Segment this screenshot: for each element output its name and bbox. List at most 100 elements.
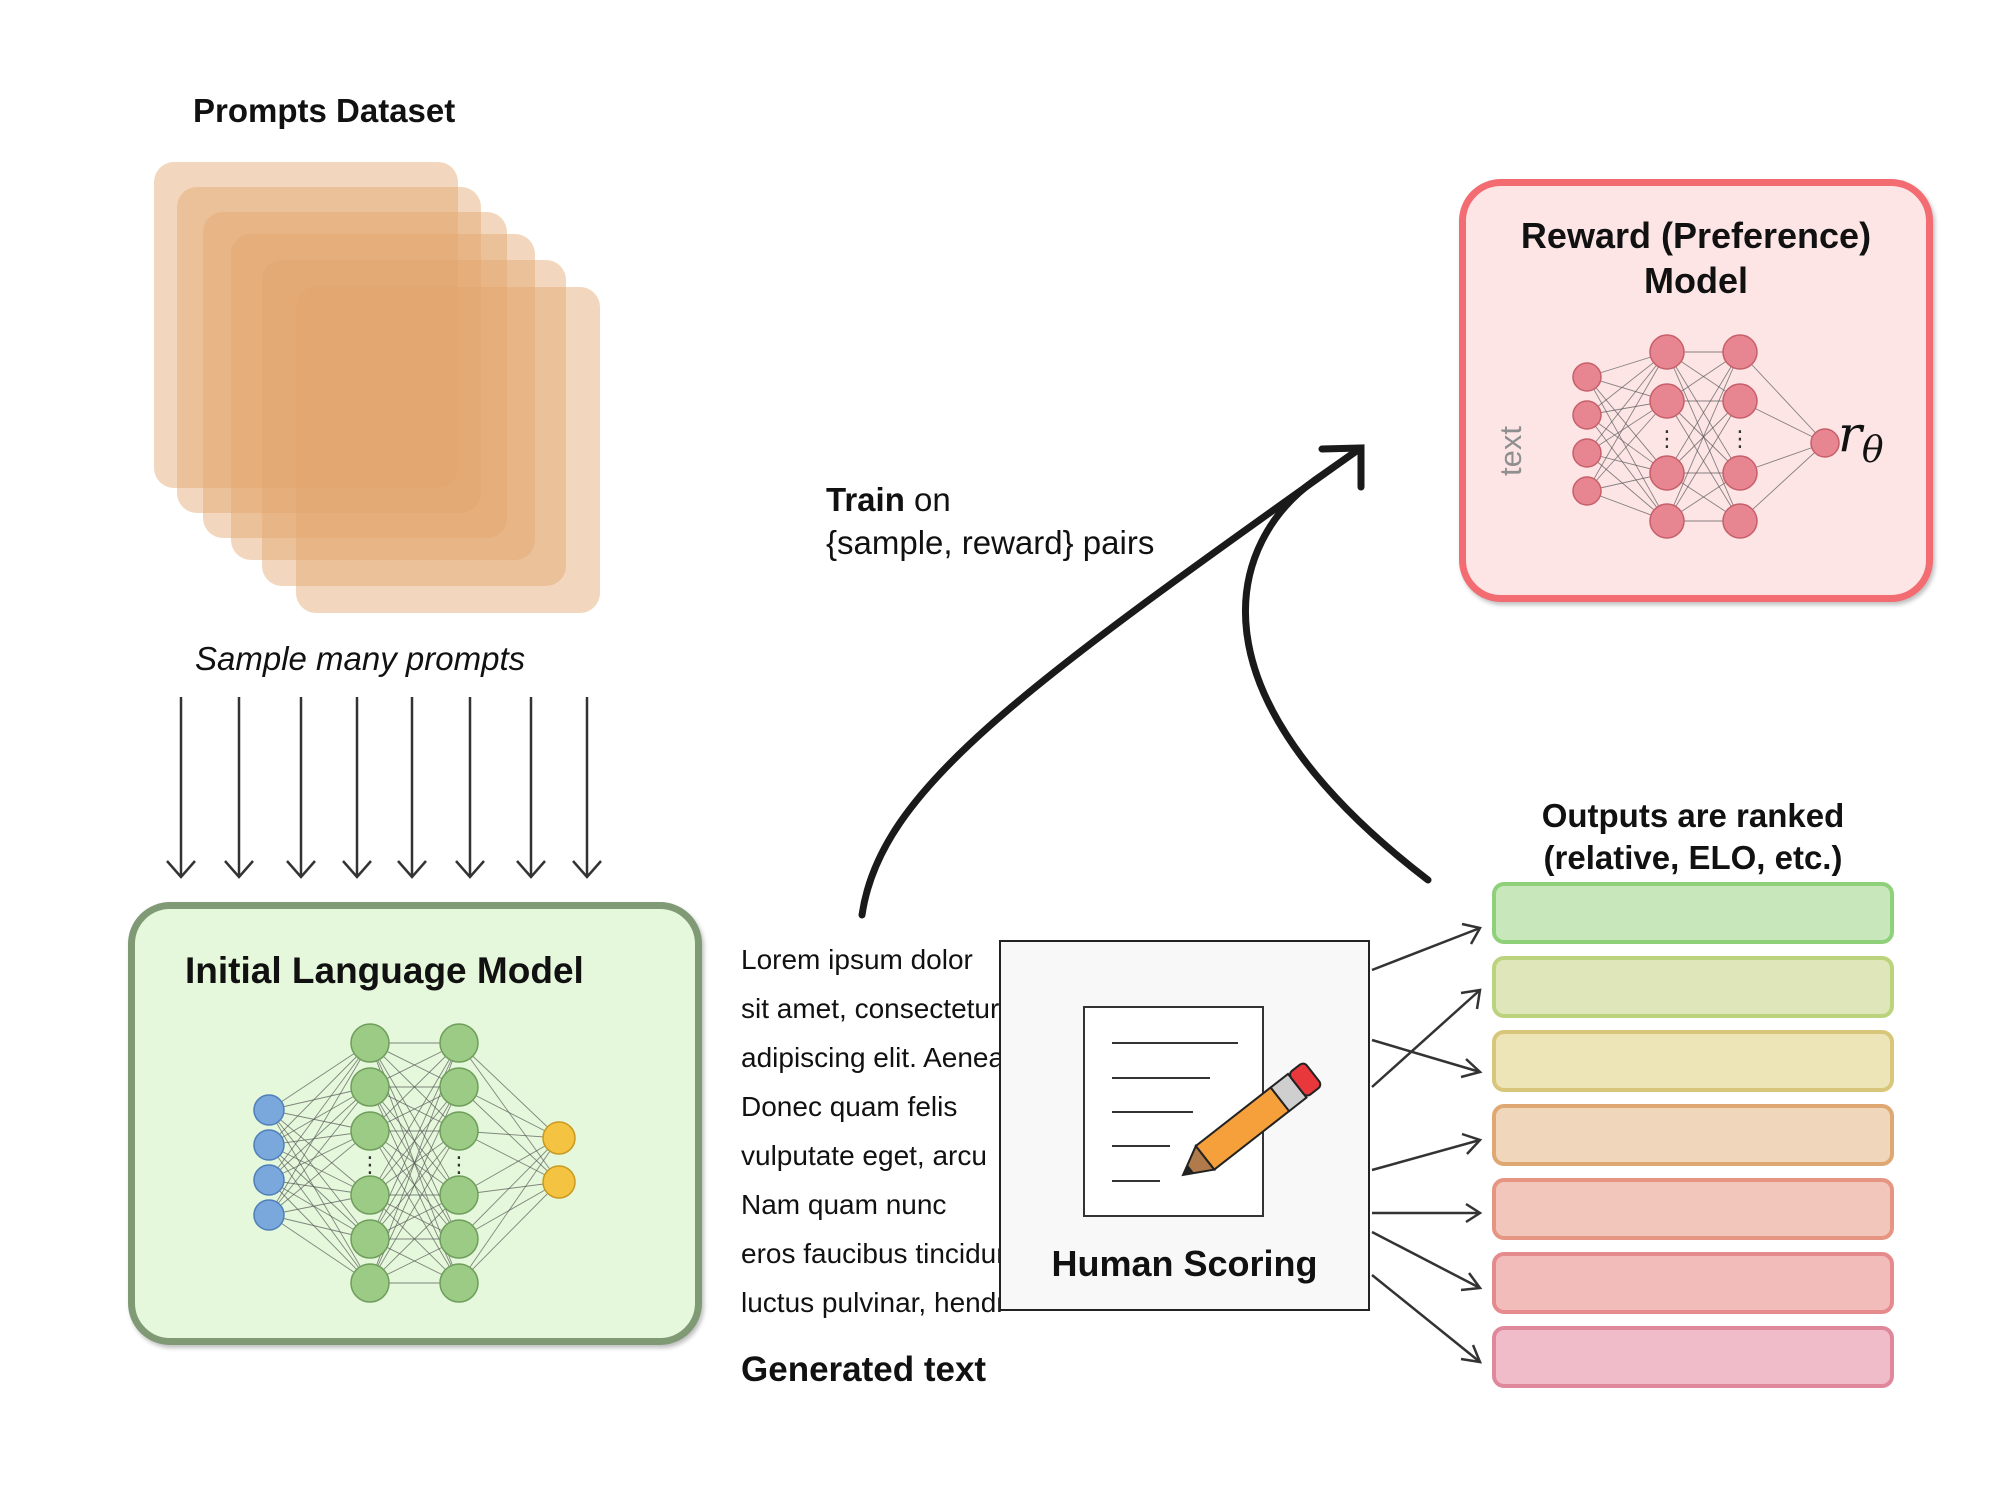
network-edge	[268, 1042, 371, 1216]
network-node	[1722, 334, 1758, 370]
network-edge	[369, 1042, 460, 1196]
generated-text-line: Donec quam felis	[741, 1091, 958, 1122]
network-edge	[369, 1042, 460, 1132]
generated-text-line: Nam quam nunc	[741, 1189, 947, 1220]
outputs-ranked-title-line1: Outputs are ranked	[1541, 797, 1845, 834]
train-label-pairs: {sample, reward} pairs	[826, 524, 1155, 561]
generated-text-line: sit amet, consectetur	[741, 993, 1000, 1024]
network-node	[439, 1263, 479, 1303]
generated-text-line: Lorem ipsum dolor	[741, 944, 973, 975]
network-node	[439, 1219, 479, 1259]
network-edge	[1586, 414, 1668, 522]
ranked-output-bar	[1492, 956, 1894, 1018]
network-edge	[268, 1109, 371, 1284]
human-scoring-label: Human Scoring	[1051, 1243, 1318, 1284]
generated-text-line: adipiscing elit. Aenean	[741, 1042, 1001, 1073]
reward-symbol-r: r	[1838, 405, 1862, 463]
network-node	[439, 1175, 479, 1215]
down-arrow	[397, 697, 427, 879]
reward-model-title-line2: Model	[1644, 260, 1748, 301]
down-arrow	[342, 697, 372, 879]
network-edge	[1586, 376, 1668, 474]
network-node	[439, 1023, 479, 1063]
ellipsis-marker: ⋮	[448, 1153, 470, 1178]
initial-language-model-box	[128, 902, 702, 1345]
down-arrow	[572, 697, 602, 879]
network-node	[350, 1023, 390, 1063]
network-node	[1649, 383, 1685, 419]
reward-output-symbol: rθ	[1838, 405, 1884, 471]
network-node	[253, 1094, 285, 1126]
network-node	[350, 1067, 390, 1107]
network-node	[1572, 476, 1602, 506]
train-label: Train on {sample, reward} pairs	[826, 478, 1154, 564]
outputs-ranked-title-line2: (relative, ELO, etc.)	[1543, 839, 1843, 876]
generated-text-block: Lorem ipsum dolor sit amet, consectetur …	[741, 935, 1001, 1327]
network-node	[1649, 503, 1685, 539]
network-edge	[268, 1144, 371, 1240]
network-edge	[1666, 351, 1741, 522]
ranked-output-bar	[1492, 1326, 1894, 1388]
network-node	[350, 1263, 390, 1303]
network-node	[542, 1165, 576, 1199]
ranked-output-bar	[1492, 1178, 1894, 1240]
prompt-sheet	[203, 212, 507, 538]
sample-prompts-caption: Sample many prompts	[195, 640, 526, 677]
ranked-output-bar	[1492, 882, 1894, 944]
network-node	[1722, 455, 1758, 491]
ellipsis-marker: ⋮	[359, 1153, 381, 1178]
network-edge	[369, 1130, 460, 1284]
network-edge	[268, 1086, 371, 1181]
network-edge	[268, 1042, 371, 1146]
network-node	[1649, 334, 1685, 370]
network-edge	[268, 1109, 371, 1196]
generated-text-label: Generated text	[741, 1350, 987, 1389]
prompt-sheet	[154, 162, 458, 488]
network-edge	[1586, 351, 1668, 492]
down-arrow	[166, 697, 196, 879]
network-node	[1649, 455, 1685, 491]
network-node	[350, 1219, 390, 1259]
prompt-sheet	[262, 260, 566, 586]
prompt-sheet	[231, 234, 535, 560]
network-node	[439, 1067, 479, 1107]
network-node	[439, 1111, 479, 1151]
ranked-output-bar	[1492, 1030, 1894, 1092]
network-node	[1722, 503, 1758, 539]
network-edge	[1739, 351, 1826, 444]
reward-model-title: Reward (Preference) Model	[1459, 213, 1933, 303]
network-edge	[268, 1042, 371, 1111]
outputs-ranked-title: Outputs are ranked (relative, ELO, etc.)	[1493, 795, 1893, 879]
down-arrow	[224, 697, 254, 879]
network-node	[1572, 362, 1602, 392]
network-edge	[1739, 442, 1826, 522]
initial-language-model-title: Initial Language Model	[185, 950, 584, 991]
train-label-rest: on	[904, 481, 951, 518]
network-edge	[268, 1130, 371, 1216]
network-node	[253, 1199, 285, 1231]
network-edge	[1586, 351, 1668, 454]
pencil-icon	[1181, 1062, 1322, 1177]
network-edge	[268, 1109, 371, 1240]
network-edge	[268, 1042, 371, 1181]
network-edge	[369, 1194, 460, 1284]
reward-symbol-theta: θ	[1861, 430, 1884, 471]
network-node	[350, 1175, 390, 1215]
reward-model-box	[1459, 179, 1933, 602]
network-edge	[268, 1179, 371, 1284]
network-edge	[1666, 351, 1741, 474]
prompt-sheet	[177, 187, 481, 513]
ellipsis-marker: ⋮	[1729, 427, 1751, 452]
network-edge	[268, 1214, 371, 1284]
network-edge	[458, 1137, 560, 1240]
ranked-output-bar	[1492, 1252, 1894, 1314]
ranked-output-bar	[1492, 1104, 1894, 1166]
train-label-bold: Train	[826, 481, 905, 518]
generated-text-line: eros faucibus tincidunt	[741, 1238, 1001, 1269]
network-node	[253, 1129, 285, 1161]
